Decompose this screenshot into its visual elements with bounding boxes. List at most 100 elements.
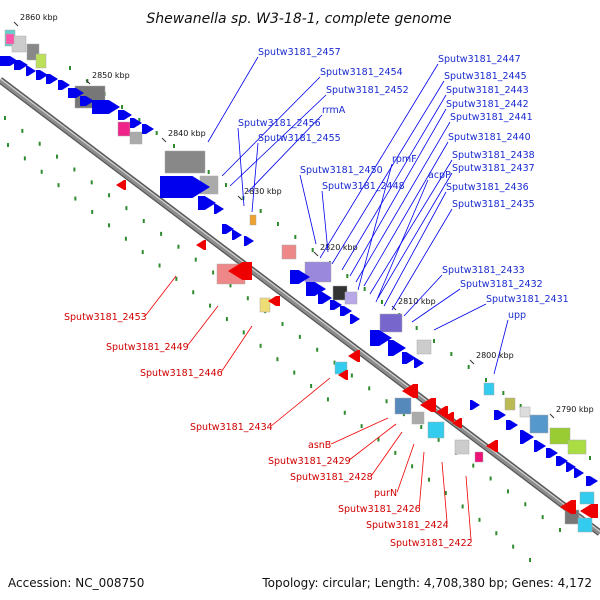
forward-gene-label[interactable]: Sputw3181_2447 — [438, 54, 521, 65]
track-block — [549, 427, 571, 445]
minor-tick — [506, 489, 509, 494]
forward-gene-arrow — [494, 410, 506, 420]
track-block — [5, 33, 15, 45]
genome-backbone — [0, 77, 600, 536]
minor-tick — [461, 504, 464, 509]
scale-tick-mark — [13, 21, 19, 27]
scale-tick-label: 2810 kbp — [398, 297, 436, 306]
forward-gene-label[interactable]: Sputw3181_2438 — [452, 150, 535, 161]
forward-gene-label[interactable]: Sputw3181_2437 — [452, 163, 535, 174]
forward-gene-arrow — [214, 204, 224, 214]
forward-gene-label[interactable]: Sputw3181_2456 — [238, 118, 321, 129]
minor-tick — [173, 144, 175, 148]
scale-tick-mark — [85, 79, 91, 85]
forward-gene-arrow — [232, 230, 242, 240]
reverse-gene-arrow — [486, 440, 498, 452]
minor-tick — [316, 347, 319, 352]
forward-gene-label[interactable]: Sputw3181_2457 — [258, 47, 341, 58]
forward-gene-label[interactable]: rrmA — [322, 105, 346, 116]
reverse-label-leader — [331, 417, 389, 445]
forward-gene-label[interactable]: Sputw3181_2454 — [320, 67, 403, 78]
forward-gene-arrow — [556, 456, 568, 466]
forward-gene-label[interactable]: rpmF — [392, 154, 417, 165]
forward-gene-label[interactable]: Sputw3181_2443 — [446, 85, 529, 96]
forward-gene-label[interactable]: Sputw3181_2435 — [452, 199, 535, 210]
reverse-gene-arrow — [402, 384, 418, 398]
forward-gene-label[interactable]: Sputw3181_2440 — [448, 132, 531, 143]
forward-gene-label[interactable]: Sputw3181_2441 — [450, 112, 533, 123]
forward-gene-label[interactable]: Sputw3181_2455 — [258, 133, 341, 144]
minor-tick — [229, 283, 232, 288]
minor-tick — [411, 464, 414, 469]
minor-tick — [519, 404, 522, 408]
minor-tick — [343, 410, 346, 415]
forward-gene-label[interactable]: Sputw3181_2432 — [460, 279, 543, 290]
minor-tick — [326, 397, 329, 402]
minor-tick — [293, 370, 296, 375]
forward-gene-label[interactable]: Sputw3181_2452 — [326, 85, 409, 96]
forward-label-leader — [411, 288, 461, 323]
forward-gene-label[interactable]: acpP — [428, 170, 451, 181]
reverse-label-leader — [465, 475, 472, 543]
reverse-gene-label[interactable]: Sputw3181_2449 — [106, 342, 189, 353]
reverse-gene-label[interactable]: Sputw3181_2453 — [64, 312, 147, 323]
forward-label-leader — [433, 303, 487, 331]
forward-gene-label[interactable]: Sputw3181_2436 — [446, 182, 529, 193]
forward-gene-label[interactable]: Sputw3181_2448 — [322, 181, 405, 192]
minor-tick — [242, 330, 245, 335]
track-block — [249, 214, 257, 226]
reverse-gene-label[interactable]: purN — [374, 488, 397, 499]
reverse-gene-arrow — [420, 398, 436, 412]
forward-gene-label[interactable]: Sputw3181_2445 — [444, 71, 527, 82]
forward-gene-arrow — [26, 66, 36, 76]
reverse-gene-label[interactable]: Sputw3181_2426 — [338, 504, 421, 515]
gene-features — [0, 56, 598, 518]
forward-label-leader — [221, 76, 321, 177]
minor-tick — [125, 206, 128, 211]
forward-label-leader — [357, 163, 393, 291]
minor-tick — [23, 156, 26, 161]
reverse-gene-label[interactable]: Sputw3181_2446 — [140, 368, 223, 379]
reverse-gene-label[interactable]: asnB — [308, 440, 331, 451]
forward-gene-arrow — [330, 300, 342, 310]
scale-tick-mark — [391, 305, 397, 311]
minor-tick — [192, 290, 195, 295]
reverse-gene-label[interactable]: Sputw3181_2428 — [290, 472, 373, 483]
minor-tick — [385, 399, 388, 404]
forward-gene-label[interactable]: Sputw3181_2433 — [442, 265, 525, 276]
forward-gene-label[interactable]: upp — [508, 310, 526, 321]
minor-tick — [175, 276, 178, 281]
reverse-gene-arrow — [268, 296, 280, 306]
reverse-gene-label[interactable]: Sputw3181_2422 — [390, 538, 473, 549]
minor-tick — [346, 274, 349, 278]
forward-gene-label[interactable]: Sputw3181_2442 — [446, 99, 529, 110]
track-block — [35, 53, 47, 69]
forward-gene-arrow — [340, 306, 352, 316]
track-block — [416, 339, 432, 355]
scale-tick-mark — [469, 359, 475, 365]
minor-tick — [225, 317, 228, 322]
minor-tick — [158, 263, 161, 268]
track-block — [344, 291, 358, 305]
forward-gene-label[interactable]: Sputw3181_2450 — [300, 165, 383, 176]
gene-track-blocks — [4, 29, 595, 533]
reverse-label-leader — [396, 443, 415, 493]
minor-tick — [512, 544, 515, 549]
genome-summary-text: Topology: circular; Length: 4,708,380 bp… — [261, 576, 592, 590]
minor-tick — [489, 476, 492, 481]
reverse-gene-label[interactable]: Sputw3181_2429 — [268, 456, 351, 467]
minor-tick — [415, 326, 418, 330]
reverse-gene-label[interactable]: Sputw3181_2434 — [190, 422, 273, 433]
gene-labels[interactable]: Sputw3181_2457Sputw3181_2454Sputw3181_24… — [64, 47, 569, 549]
reverse-gene-label[interactable]: Sputw3181_2424 — [366, 520, 449, 531]
forward-gene-arrow — [68, 88, 84, 98]
minor-tick — [333, 360, 336, 365]
forward-label-leader — [369, 159, 453, 295]
minor-tick — [433, 339, 435, 343]
minor-tick — [21, 128, 24, 133]
forward-gene-label[interactable]: Sputw3181_2431 — [486, 294, 569, 305]
forward-gene-arrow — [118, 110, 132, 120]
forward-gene-arrow — [506, 420, 518, 430]
forward-gene-arrow — [0, 56, 18, 66]
forward-label-leader — [331, 80, 445, 265]
